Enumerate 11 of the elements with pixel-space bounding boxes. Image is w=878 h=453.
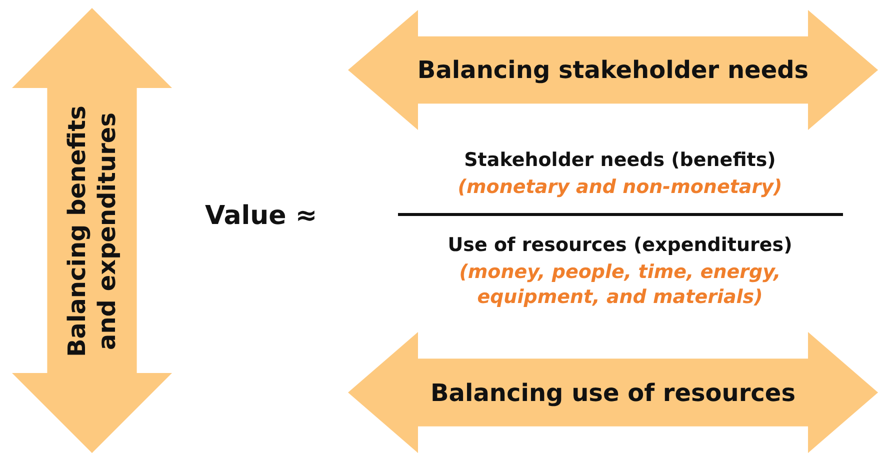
numerator-note: (monetary and non-monetary) bbox=[456, 175, 784, 200]
numerator-text: Stakeholder needs (benefits) bbox=[463, 148, 777, 173]
double-arrow bbox=[348, 332, 878, 453]
denominator-text: Use of resources (expenditures) bbox=[446, 233, 794, 258]
denominator-note: (money, people, time, energy, equipment, and materials) bbox=[458, 260, 782, 310]
arrow-label: Balancing stakeholder needs bbox=[416, 56, 810, 84]
double-arrow bbox=[348, 10, 878, 130]
arrow-label: Balancing use of resources bbox=[430, 378, 796, 406]
arrow-label: Balancing benefits and expenditures bbox=[62, 104, 122, 358]
double-arrow bbox=[12, 8, 172, 453]
formula-label: Value ≈ bbox=[205, 200, 318, 233]
